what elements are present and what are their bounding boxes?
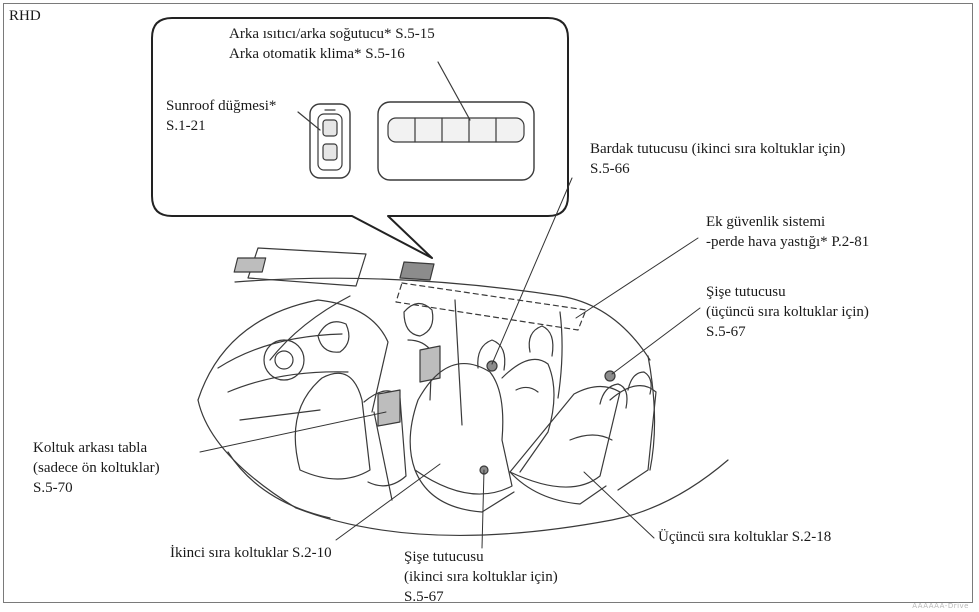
rear-overhead-marker xyxy=(399,261,435,281)
bottle-third-leader xyxy=(611,307,701,375)
callout-label-rear-heater: Arka ısıtıcı/arka soğutucu* S.5-15 xyxy=(229,26,435,42)
bottle-second-label: Şişe tutucusu xyxy=(404,549,484,565)
seatback-table-left xyxy=(377,389,401,427)
rhd-tag: RHD xyxy=(9,8,41,24)
sunroof-switch-marker xyxy=(233,257,267,273)
second-row-label: İkinci sıra koltuklar S.2-10 xyxy=(170,545,332,561)
airbag-page: -perde hava yastığı* P.2-81 xyxy=(706,234,870,250)
second-row-seat xyxy=(409,363,513,495)
climate-leader-line xyxy=(437,61,471,121)
cup-holder-page: S.5-66 xyxy=(590,161,630,177)
dashboard xyxy=(197,299,389,413)
second-row-leader xyxy=(335,463,441,541)
watermark: AAAAAA-Drive xyxy=(912,602,969,610)
third-row-seat xyxy=(509,385,621,488)
third-row-label: Üçüncü sıra koltuklar S.2-18 xyxy=(658,529,832,545)
third-row-leader xyxy=(583,471,655,539)
bottle-second-sub: (ikinci sıra koltuklar için) xyxy=(404,569,558,585)
bottle-third-label: Şişe tutucusu xyxy=(706,284,786,300)
bottle-third-page: S.5-67 xyxy=(706,324,746,340)
bottle-third-sub: (üçüncü sıra koltuklar için) xyxy=(706,304,869,320)
seatback-table-sub: (sadece ön koltuklar) xyxy=(33,460,160,476)
sunroof-label: Sunroof düğmesi* xyxy=(166,98,277,114)
curtain-airbag-outline xyxy=(395,282,587,331)
sunroof-leader-line xyxy=(297,111,321,131)
bottle-second-leader xyxy=(481,469,485,549)
bottle-second-page: S.5-67 xyxy=(404,589,444,605)
airbag-leader xyxy=(575,237,699,319)
vehicle-floor xyxy=(295,459,729,537)
airbag-label: Ek güvenlik sistemi xyxy=(706,214,826,230)
seatback-table-label: Koltuk arkası tabla xyxy=(33,440,148,456)
cup-holder-leader xyxy=(491,177,573,365)
sunroof-page: S.1-21 xyxy=(166,118,206,134)
diagram-frame xyxy=(3,3,973,603)
callout-bubble xyxy=(151,17,569,259)
callout-label-rear-climate: Arka otomatik klima* S.5-16 xyxy=(229,46,405,62)
seatback-table-page: S.5-70 xyxy=(33,480,73,496)
seatback-table-right xyxy=(419,345,441,383)
sunroof-switch-icon xyxy=(309,103,351,179)
seatback-table-leader xyxy=(199,411,387,453)
cup-holder-label: Bardak tutucusu (ikinci sıra koltuklar i… xyxy=(590,141,846,157)
front-seat xyxy=(294,372,371,480)
rear-climate-panel-icon xyxy=(377,101,535,181)
